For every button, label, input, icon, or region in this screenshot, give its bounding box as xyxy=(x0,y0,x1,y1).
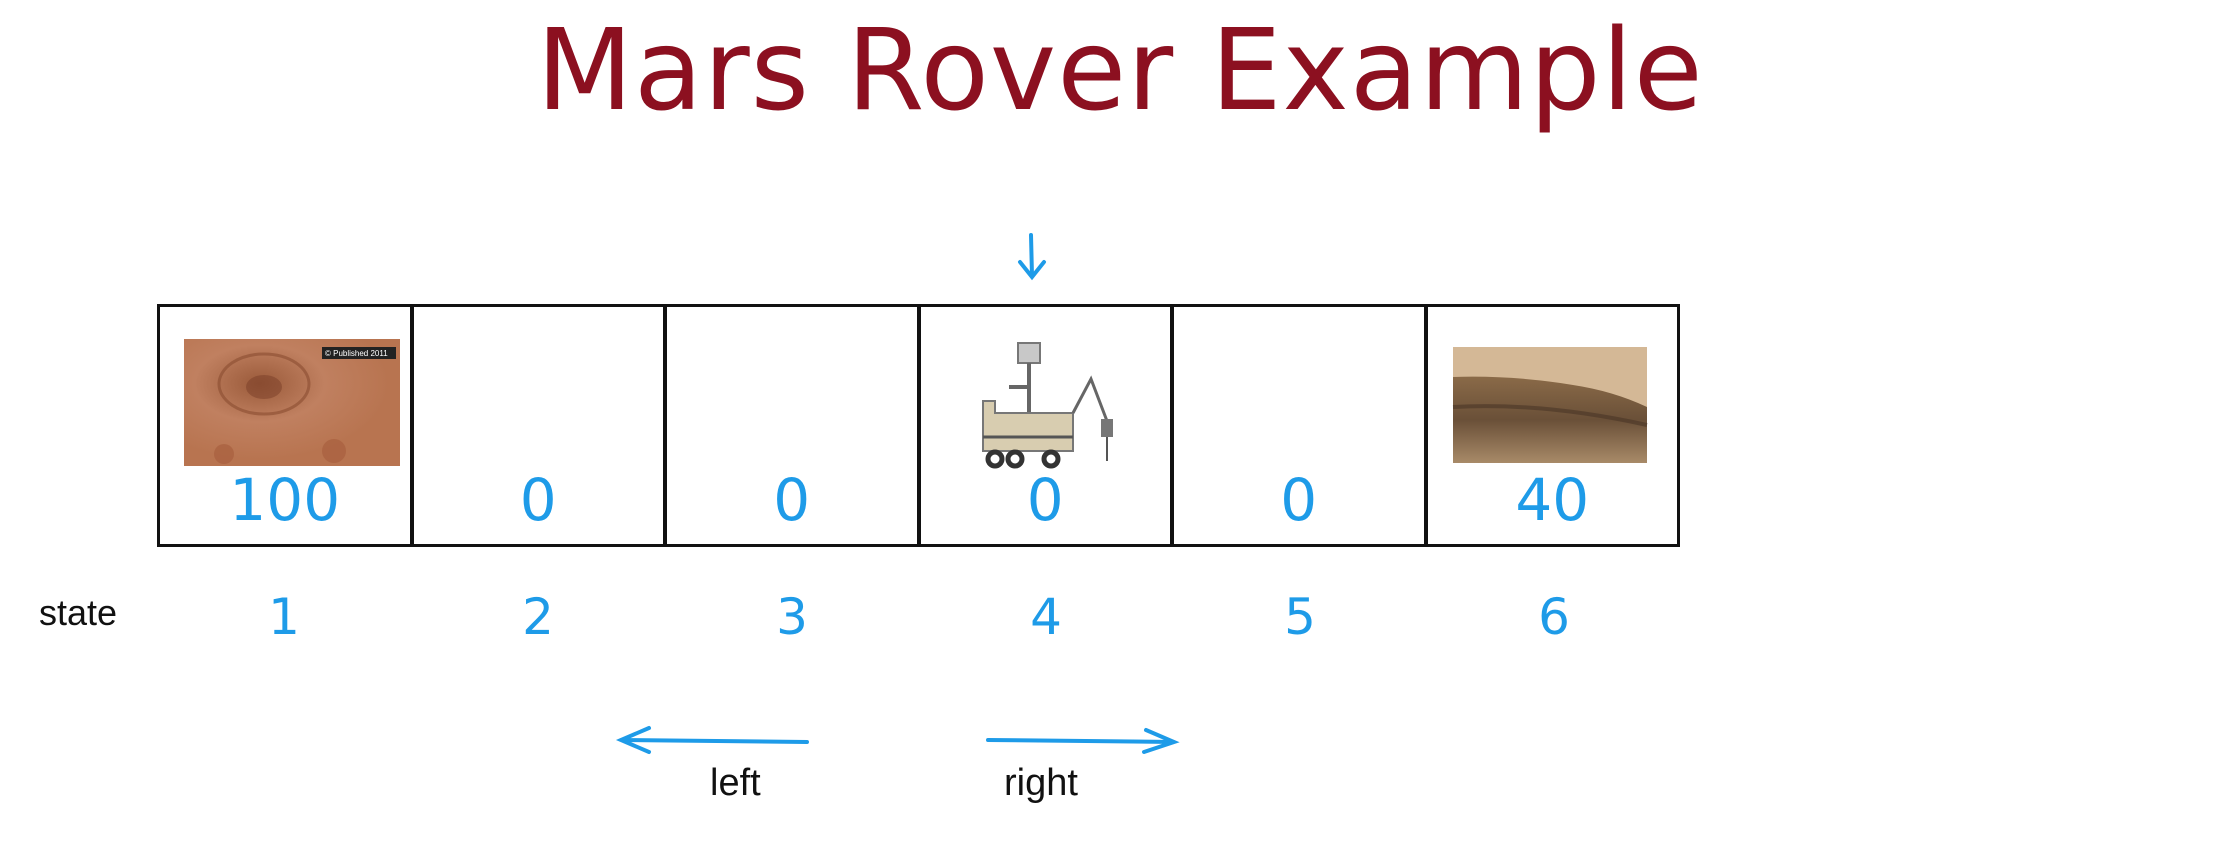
state-number: 5 xyxy=(1284,588,1316,646)
mars-landscape-image xyxy=(1452,347,1647,463)
rover-icon xyxy=(981,342,1113,469)
state-number: 2 xyxy=(522,588,554,646)
state-row-label: state xyxy=(39,592,118,633)
action-right-label: right xyxy=(1004,762,1078,804)
reward-value: 0 xyxy=(773,466,811,534)
state-cell-6: 40 xyxy=(1425,304,1680,547)
right-arrow-icon xyxy=(986,728,1180,754)
reward-value: 0 xyxy=(519,466,557,534)
state-cell-3: 0 xyxy=(665,304,919,547)
mars-crater-image: © Published 2011 xyxy=(184,339,400,466)
page-title: Mars Rover Example xyxy=(536,6,1704,136)
image-caption: © Published 2011 xyxy=(325,349,388,358)
state-cell-4: 0 xyxy=(918,304,1172,547)
reward-value: 0 xyxy=(1280,466,1318,534)
state-number: 3 xyxy=(776,588,808,646)
reward-value: 0 xyxy=(1026,466,1064,534)
state-number: 6 xyxy=(1538,588,1570,646)
action-left-label: left xyxy=(710,762,761,804)
state-grid: © Published 2011 100 0 0 0 0 xyxy=(157,304,1680,547)
left-arrow-icon xyxy=(615,726,809,754)
state-cell-1: © Published 2011 100 xyxy=(157,304,412,547)
reward-value: 40 xyxy=(1515,466,1590,534)
state-number: 4 xyxy=(1030,588,1062,646)
state-number: 1 xyxy=(268,588,300,646)
current-state-arrow-icon xyxy=(1018,233,1046,281)
reward-value: 100 xyxy=(229,466,341,534)
state-cell-5: 0 xyxy=(1172,304,1426,547)
state-cell-2: 0 xyxy=(411,304,665,547)
